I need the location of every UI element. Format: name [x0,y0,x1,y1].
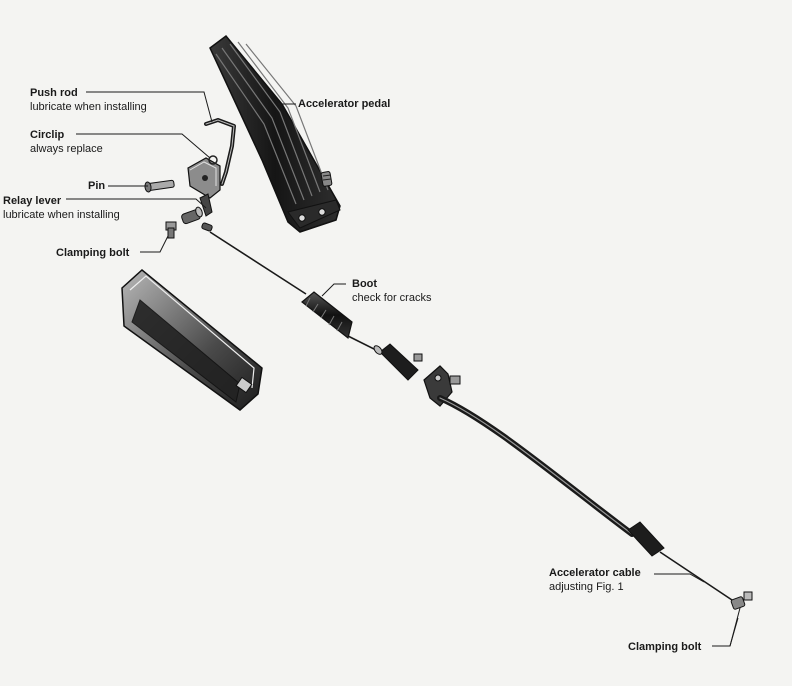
label-accelerator-cable: Accelerator cable adjusting Fig. 1 [549,566,641,594]
pedal-screw [320,171,333,187]
accelerator-cable [437,395,739,605]
label-circlip-note: always replace [30,143,103,155]
guide-sleeve [373,343,423,381]
label-clamping-bolt-bottom: Clamping bolt [628,640,701,654]
label-circlip: Circlip always replace [30,128,103,156]
label-pin-title: Pin [88,180,106,192]
label-boot: Boot check for cracks [352,277,431,305]
label-push-rod-title: Push rod [30,87,78,99]
label-relay-lever-note: lubricate when installing [3,209,120,221]
accelerator-pedal [209,34,341,233]
label-accelerator-cable-note: adjusting Fig. 1 [549,581,624,593]
label-relay-lever-title: Relay lever [3,195,62,207]
clamping-bolt-top [165,221,177,239]
relay-lever [187,157,221,217]
pedal-tray [121,269,263,411]
label-clamping-bolt-top-title: Clamping bolt [56,247,130,259]
label-accelerator-pedal: Accelerator pedal [298,97,390,111]
label-boot-title: Boot [352,278,378,290]
label-push-rod: Push rod lubricate when installing [30,86,147,114]
pin [144,179,175,193]
label-clamping-bolt-bottom-title: Clamping bolt [628,641,702,653]
boot [301,291,353,340]
label-push-rod-note: lubricate when installing [30,101,147,113]
clamping-bolt-bottom [730,591,753,610]
label-clamping-bolt-top: Clamping bolt [56,246,129,260]
label-accelerator-pedal-title: Accelerator pedal [298,98,391,110]
cable-bracket [423,365,461,407]
label-circlip-title: Circlip [30,129,65,141]
circlip [208,155,218,165]
label-pin: Pin [88,179,105,193]
label-accelerator-cable-title: Accelerator cable [549,567,641,579]
clamp-sleeve [181,206,203,225]
cable-end-fitting [201,222,213,232]
label-relay-lever: Relay lever lubricate when installing [3,194,120,222]
push-rod [204,118,236,186]
label-boot-note: check for cracks [352,292,432,304]
leader-lines [66,91,741,647]
